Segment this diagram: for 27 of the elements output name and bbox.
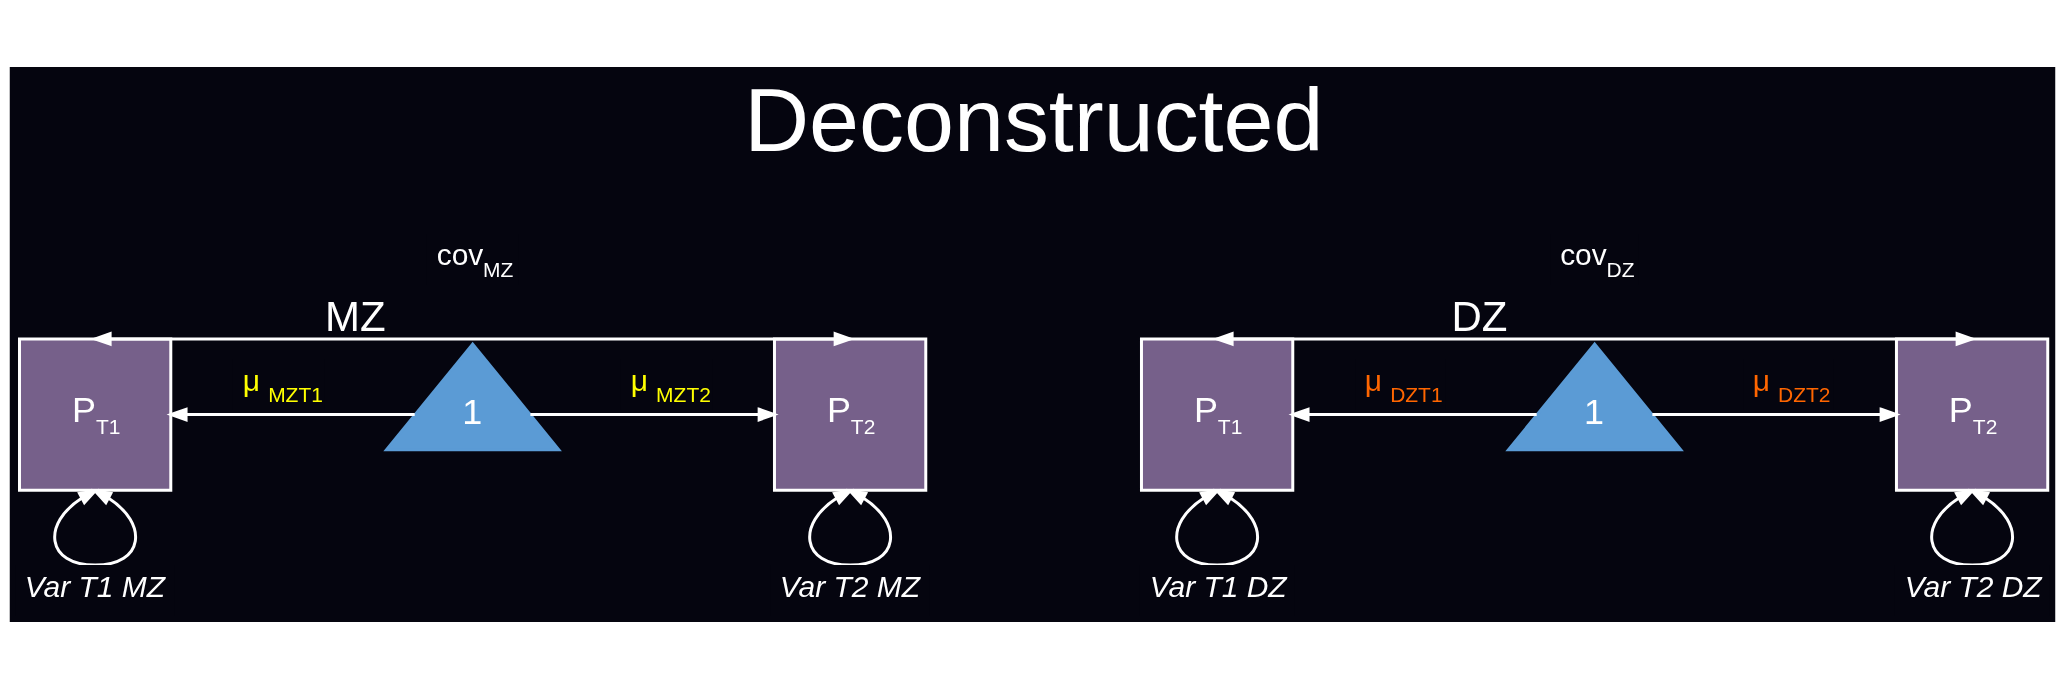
edge-label: cov$_{MZ}$ (436, 238, 514, 281)
arrow (166, 407, 415, 422)
node-box: P$_{T1}$ (1140, 337, 1295, 492)
arrow (530, 407, 779, 422)
arrow (1652, 407, 1901, 422)
node-label: MZ (325, 293, 386, 341)
diagram-title: Deconstructed (744, 69, 1324, 170)
edge-label: Var T1 MZ (24, 569, 166, 603)
node-box: P$_{T1}$ (18, 337, 173, 492)
edge-label: cov$_{DZ}$ (1560, 238, 1635, 281)
arrow (1175, 488, 1259, 567)
arrow (90, 331, 855, 347)
arrow (1288, 407, 1537, 422)
edge-label: Var T1 DZ (1149, 569, 1287, 603)
edge-label: μ $_{MZT1}$ (242, 363, 323, 407)
edge-label: Var T2 MZ (779, 569, 920, 603)
edge-label: μ $_{DZT2}$ (1752, 363, 1831, 407)
edge-label: μ $_{MZT2}$ (630, 363, 711, 407)
node-box: P$_{T2}$ (772, 337, 928, 492)
node-box: P$_{T2}$ (1894, 337, 2050, 492)
arrow (1212, 331, 1977, 347)
node-label: DZ (1451, 293, 1508, 341)
arrow (808, 488, 892, 567)
edge-label: μ $_{DZT1}$ (1364, 363, 1443, 407)
edge-label: Var T2 DZ (1904, 569, 2042, 603)
arrow (1930, 488, 2014, 567)
arrow (53, 488, 137, 567)
